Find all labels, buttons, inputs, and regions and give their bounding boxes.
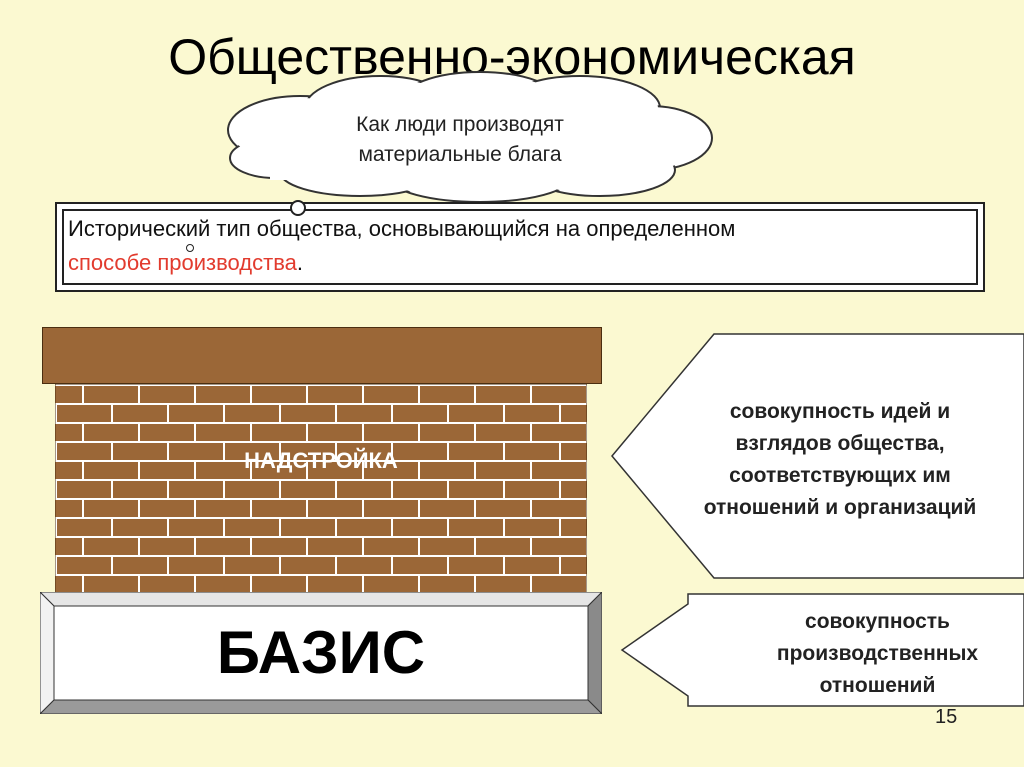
- cloud-line-2: материальные блага: [358, 143, 562, 166]
- desc-line-1: совокупность идей и: [729, 400, 951, 423]
- basis-desc-line-3: отношений: [819, 674, 936, 697]
- superstructure-label: НАДСТРОЙКА: [244, 448, 398, 473]
- basis-block: [40, 592, 602, 714]
- definition-box: [55, 202, 985, 292]
- definition-highlight: способе производства: [68, 250, 297, 275]
- basis-desc-line-2: производственных: [776, 642, 979, 665]
- rotation-handle[interactable]: [186, 244, 194, 252]
- superstructure-description: совокупность идей и взглядов общества, с…: [660, 396, 1020, 524]
- page-number: 15: [935, 706, 958, 728]
- cloud-line-1: Как люди производят: [356, 113, 564, 136]
- basis-label: БАЗИС: [216, 619, 426, 686]
- definition-text: Исторический тип общества, основывающийс…: [68, 212, 968, 280]
- brick-wall: [55, 384, 587, 596]
- cloud-caption: Как люди производят материальные блага: [270, 110, 650, 170]
- desc-line-2: взглядов общества,: [735, 432, 945, 455]
- selection-handle[interactable]: [290, 200, 306, 216]
- desc-line-3: соответствующих им: [729, 464, 951, 487]
- basis-description: совокупность производственных отношений: [735, 606, 1020, 702]
- definition-plain: Исторический тип общества, основывающийс…: [68, 216, 736, 241]
- desc-line-4: отношений и организаций: [703, 496, 977, 519]
- definition-end: .: [296, 250, 303, 275]
- basis-desc-line-1: совокупность: [805, 610, 950, 633]
- building-roof: [42, 327, 602, 384]
